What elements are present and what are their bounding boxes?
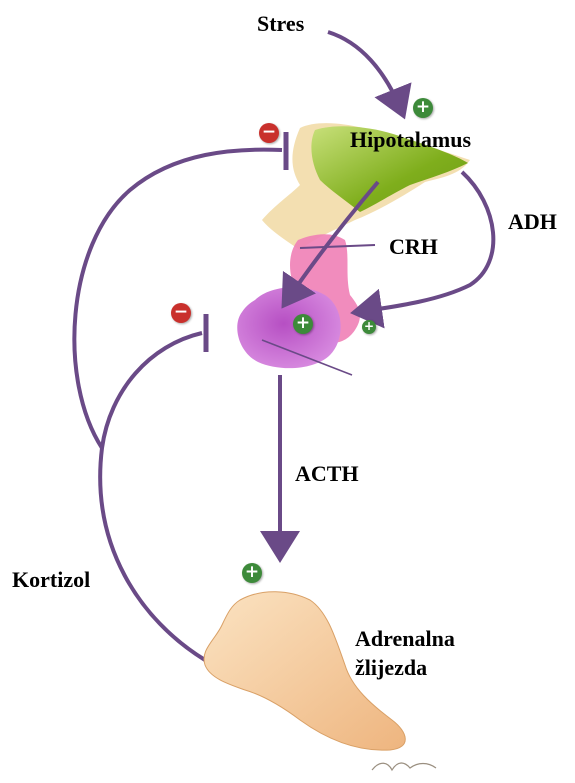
- minus-sign-icon: −: [171, 303, 191, 323]
- label-hipotalamus: Hipotalamus: [350, 128, 471, 152]
- minus-sign-icon: −: [259, 123, 279, 143]
- stres-arrow: [328, 32, 402, 112]
- label-stres: Stres: [257, 12, 304, 36]
- artist-signature: [372, 763, 436, 770]
- label-kortizol: Kortizol: [12, 568, 90, 592]
- label-acth: ACTH: [295, 462, 359, 486]
- plus-sign-icon: +: [413, 98, 433, 118]
- kortizol-feedback-hypothalamus: [74, 150, 282, 448]
- label-crh: CRH: [389, 235, 438, 259]
- plus-sign-icon: +: [242, 563, 262, 583]
- kortizol-feedback-pituitary: [100, 333, 205, 660]
- plus-sign-icon: +: [293, 314, 313, 334]
- label-zlijezda: žlijezda: [355, 656, 427, 680]
- label-adrenalna: Adrenalna: [355, 627, 455, 651]
- plus-sign-icon: +: [362, 320, 376, 334]
- label-adh: ADH: [508, 210, 557, 234]
